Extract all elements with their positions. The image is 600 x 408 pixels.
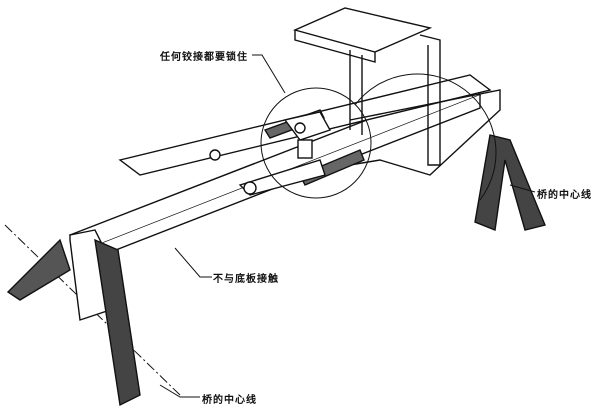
leader-centerline-bottom <box>159 384 200 398</box>
callout-arc <box>354 73 497 201</box>
leader-lock <box>252 54 286 94</box>
label-no-floor-contact: 不与底板接触 <box>213 274 279 285</box>
label-lock-hinges: 任何铰接都要锁住 <box>160 52 248 63</box>
label-bridge-centerline-right: 桥的中心线 <box>537 190 592 201</box>
hinge-pin <box>283 111 332 141</box>
front-cribbing <box>94 238 141 407</box>
seat <box>292 7 433 53</box>
leader-floor <box>174 247 212 278</box>
right-cribbing <box>474 134 546 231</box>
leader-centerline-right <box>509 184 536 193</box>
rear-frame <box>349 89 501 176</box>
left-cribbing <box>6 238 71 301</box>
hinge-callout-circle <box>260 87 372 199</box>
label-bridge-centerline-bottom: 桥的中心线 <box>202 395 257 406</box>
